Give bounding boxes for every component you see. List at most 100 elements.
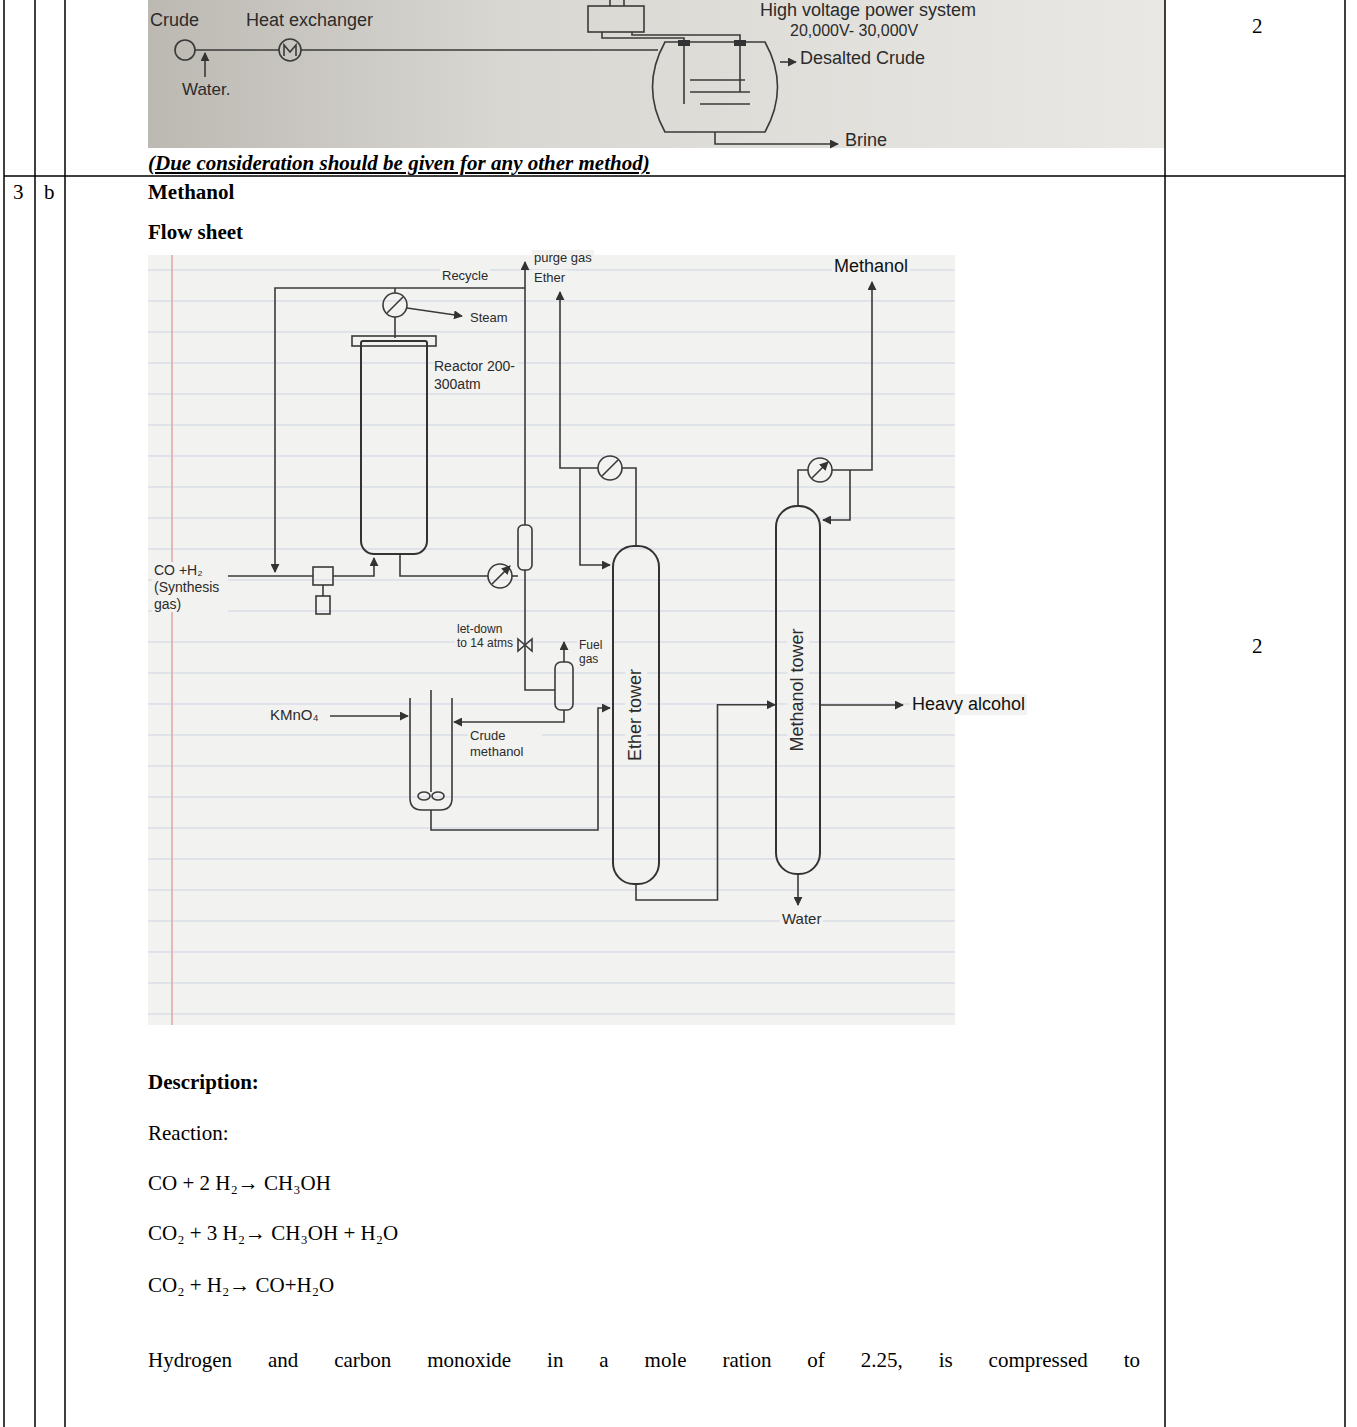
vessel-label: Reactor 200-300atm [434,358,518,393]
stream-label: Crude [150,10,199,31]
table-rule [1164,0,1166,1427]
feed-line [228,575,313,577]
desalter-vessel [653,42,778,132]
pump-symbol [175,40,195,60]
question-number: 3 [13,180,24,204]
overhead-line [622,468,636,545]
heat-exchanger-mark [387,297,403,313]
reaction-equation: CO + 2 H₂→ CH₃OH [148,1171,331,1195]
table-rule [64,0,66,1427]
paper-margin [171,255,173,1025]
purge-line [524,262,526,525]
pipe-line [512,575,518,577]
stream-label: Water. [182,80,231,100]
flash-drum [555,662,573,710]
reactor-outlet-line [400,555,488,576]
stream-label: Steam [468,310,510,326]
tower-label: Ether tower [625,666,647,764]
separator-vessel [518,525,532,570]
condenser-symbol [808,458,832,482]
reagent-arrow [330,715,408,717]
compressor-symbol [313,567,333,585]
cooler-mark [492,566,510,584]
outlet-arrow [780,61,796,63]
transformer-box [588,6,644,32]
feed-line [333,558,374,576]
electrode-rod [739,46,741,92]
power-lead [623,0,625,6]
annotation: High voltage power system [760,0,976,21]
distillation-tower: Methanol tower [775,505,821,875]
tower-label: Methanol tower [787,625,809,754]
pipe-line [301,49,658,51]
letdown-valve [518,639,532,651]
electrode-bushing [734,40,746,46]
table-rule [3,0,5,1427]
heat-exchanger-symbol [279,39,301,61]
stream-label: Fuel gas [577,638,613,667]
stream-label: Recycle [440,268,490,284]
reactor-vessel: Reactor 200-300atm [360,340,428,555]
reaction-equation: CO₂ + 3 H₂→ CH₃OH + H₂O [148,1221,398,1245]
stream-label: Crude methanol [468,728,542,759]
bottoms-arrow [797,875,799,905]
product-label: Heavy alcohol [910,694,1027,715]
reagent-label: KMnO₄ [268,706,321,724]
recycle-line [275,288,525,572]
tower-feed-line [431,708,610,830]
stream-label: Desalted Crude [800,48,925,69]
marking-note: (Due consideration should be given for a… [148,151,650,175]
heading: Description: [148,1070,259,1094]
distillation-tower: Ether tower [612,545,660,885]
heat-exchanger-symbol [383,293,407,317]
reflux-line [580,468,610,565]
heat-exchanger-mark [284,45,296,56]
product-label: Methanol [832,256,910,277]
compressor-shaft [322,585,324,596]
power-lead [609,0,611,6]
electrode-plate [690,91,750,93]
electrode-plate [690,79,745,81]
condenser-mark [602,460,618,476]
marks-cell: 2 [1252,634,1263,658]
process-line [636,705,775,900]
stream-label: Ether [532,270,567,286]
cooler-symbol [488,564,512,588]
annotation: 20,000V- 30,000V [790,22,918,40]
heading: Flow sheet [148,220,243,244]
body-text: Reaction: [148,1121,228,1145]
pipe-line [394,317,396,338]
electrode-bushing [678,40,690,46]
water-inlet-arrow [204,53,206,77]
electrode-rod [683,46,685,104]
pipe-line [195,49,279,51]
steam-arrow [407,308,462,316]
crude-methanol-line [454,710,564,722]
feed-label: CO +H₂ (Synthesis gas) [152,562,228,612]
letdown-line [525,570,555,690]
methanol-product-line [832,282,872,470]
notebook-paper [148,255,955,1025]
body-text: Hydrogen and carbon monoxide in a mole r… [148,1348,1140,1372]
heading: Methanol [148,180,234,204]
table-rule [4,175,1345,177]
condenser-symbol [598,456,622,480]
stirrer-blade [432,792,444,800]
paper-ruling [148,270,955,1014]
side-draw-arrow [821,704,903,706]
motor-symbol [316,596,330,614]
fuel-gas-arrow [563,642,565,662]
table-rule [34,0,36,1427]
overhead-line [798,470,808,505]
electrode-plate [700,103,750,105]
power-lead [602,32,684,44]
product-label: Water [780,910,823,928]
marks-cell: 2 [1252,14,1263,38]
reflux-line [823,470,850,520]
equipment-label: Heat exchanger [246,10,373,31]
photo-background [148,0,1165,148]
sub-question: b [44,180,55,204]
